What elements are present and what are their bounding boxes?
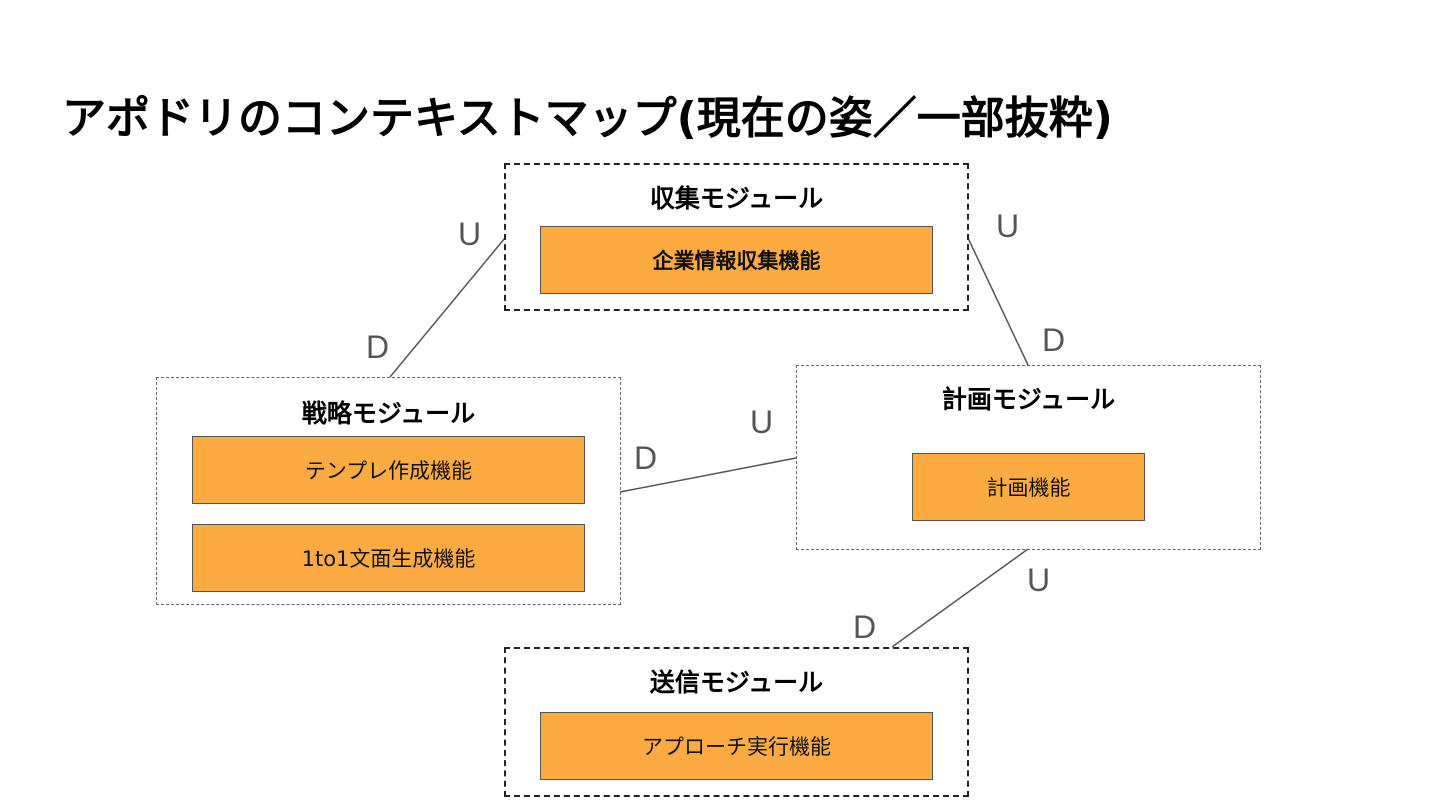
upstream-label: U — [750, 404, 774, 440]
module-send: 送信モジュール アプローチ実行機能 — [504, 647, 969, 797]
function-box: 企業情報収集機能 — [540, 226, 933, 294]
module-collect: 収集モジュール 企業情報収集機能 — [504, 163, 969, 311]
function-box: 計画機能 — [912, 453, 1145, 521]
module-title: 送信モジュール — [649, 668, 824, 697]
page-title: アポドリのコンテキストマップ(現在の姿／一部抜粋) — [62, 93, 1113, 144]
upstream-label: U — [1027, 562, 1051, 598]
downstream-label: D — [634, 440, 658, 476]
relation-line-plan-strategy — [619, 457, 797, 493]
module-title: 計画モジュール — [941, 385, 1116, 414]
downstream-label: D — [366, 329, 390, 365]
module-plan: 計画モジュール 計画機能 — [796, 365, 1261, 550]
module-title: 戦略モジュール — [301, 399, 476, 428]
relation-line-collect-plan — [967, 237, 1029, 366]
function-box: アプローチ実行機能 — [540, 712, 933, 780]
upstream-label: U — [996, 208, 1020, 244]
downstream-label: D — [1042, 322, 1066, 358]
module-title: 収集モジュール — [649, 184, 824, 213]
function-box: テンプレ作成機能 — [192, 436, 585, 504]
module-strategy: 戦略モジュール テンプレ作成機能 1to1文面生成機能 — [156, 377, 621, 605]
relation-line-plan-send — [891, 548, 1029, 648]
upstream-label: U — [458, 216, 482, 252]
function-box: 1to1文面生成機能 — [192, 524, 585, 592]
relation-line-collect-strategy — [389, 237, 506, 378]
downstream-label: D — [853, 609, 877, 645]
